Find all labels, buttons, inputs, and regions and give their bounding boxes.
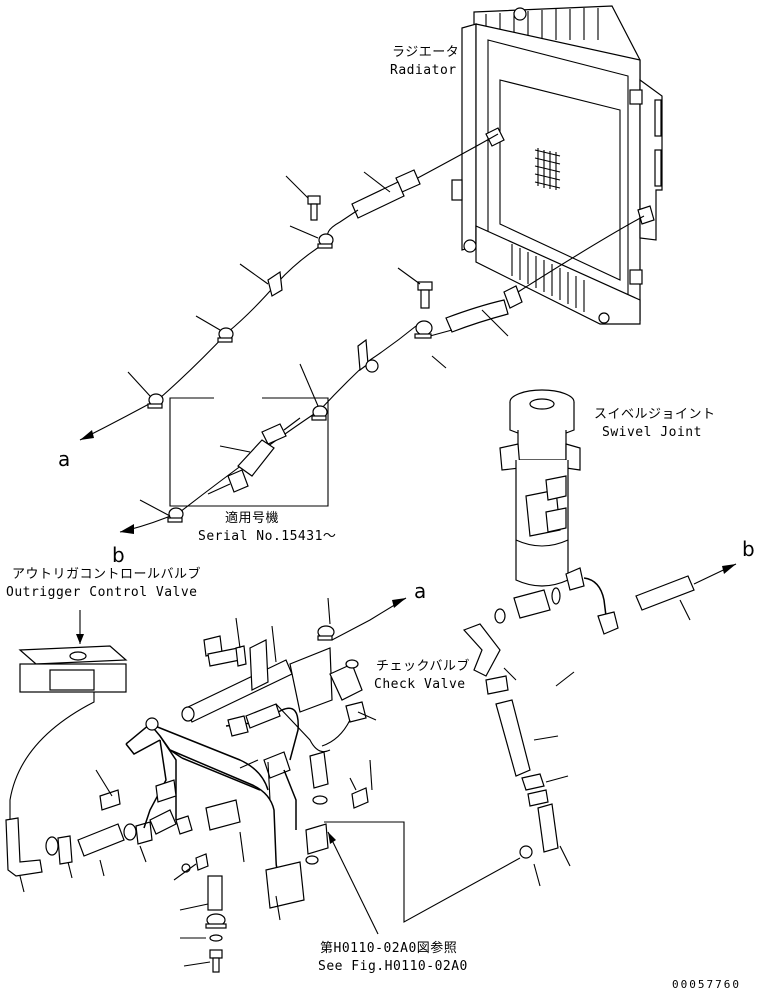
upper-hose-line [79, 133, 499, 441]
bracket-upper-2 [267, 270, 283, 297]
swivel-outlet-hose [565, 563, 737, 635]
bolt-upper-1 [307, 195, 321, 221]
outrigger-control-valve [9, 610, 128, 830]
bolt-lower-1 [417, 281, 433, 309]
manifold-piping [125, 703, 331, 885]
connector-b-left: b [112, 543, 125, 567]
connector-a-left: a [58, 447, 70, 471]
center-small-fittings [99, 751, 373, 973]
clamp-lower-3 [311, 405, 328, 421]
check-valve-label-jp: チェックバルブ [376, 658, 470, 674]
check-valve-label-en: Check Valve [374, 677, 466, 692]
radiator-label-en: Radiator [390, 63, 457, 78]
outrigger-label-jp: アウトリガコントロールバルブ [12, 566, 201, 582]
check-valve [321, 659, 377, 747]
outrigger-return-hose [5, 809, 177, 893]
serial-inset-box [169, 397, 329, 507]
swivel-lower-fittings [324, 587, 561, 923]
see-fig-label-jp: 第H0110-02A0図参照 [320, 940, 457, 956]
clamp-upper-4 [147, 393, 164, 409]
serial-label-jp: 適用号機 [225, 510, 279, 526]
clamp-upper-3 [217, 327, 234, 343]
radiator-label-jp: ラジエータ [392, 45, 459, 60]
serial-label-en: Serial No.15431～ [198, 529, 336, 544]
radiator-core-mesh [534, 148, 561, 190]
upper-tube-bracket [181, 597, 407, 723]
swivel-label-en: Swivel Joint [602, 425, 702, 440]
clamp-lower-4 [167, 507, 184, 523]
connector-b-right: b [742, 537, 755, 561]
bracket-lower-2 [357, 338, 379, 373]
clamp-upper-1 [317, 233, 334, 249]
see-fig-label-en: See Fig.H0110-02A0 [318, 959, 468, 974]
connector-a-right: a [414, 579, 426, 603]
swivel-label-jp: スイベルジョイント [594, 407, 716, 422]
swivel-joint [499, 389, 581, 587]
outrigger-label-en: Outrigger Control Valve [6, 585, 198, 600]
drawing-number: 00057760 [672, 978, 741, 991]
radiator [451, 5, 663, 325]
clamp-lower-1 [414, 320, 433, 339]
